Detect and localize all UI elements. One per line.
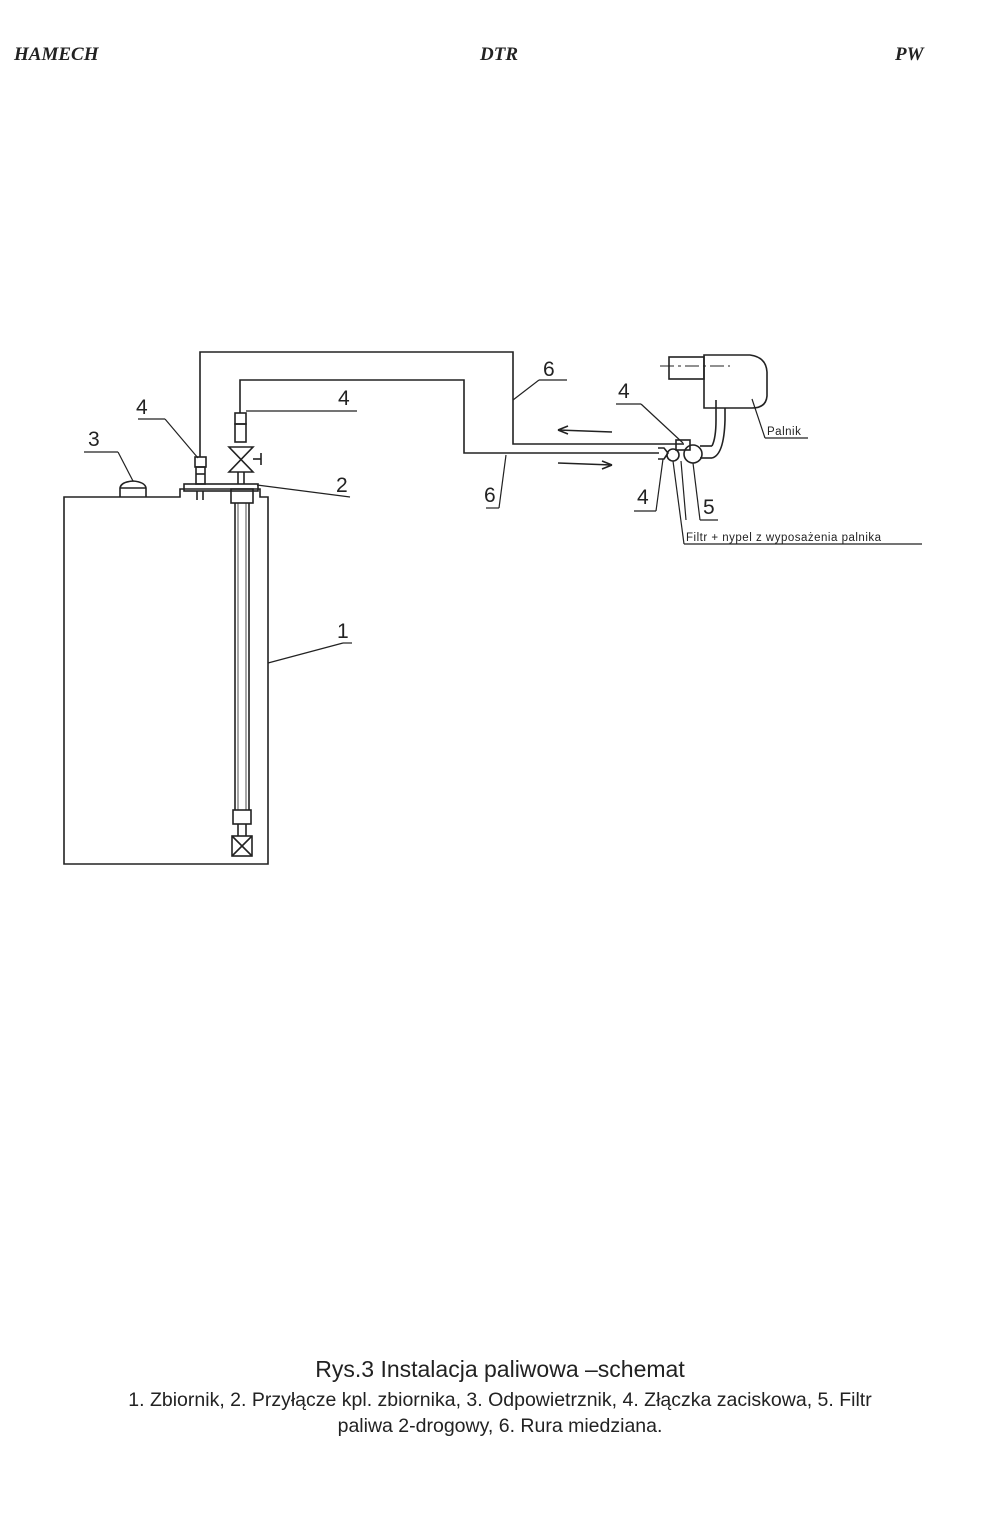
header-left: HAMECH bbox=[14, 44, 99, 65]
callout-tank-connector: 2 bbox=[336, 474, 348, 497]
figure-legend-line-1: 1. Zbiornik, 2. Przyłącze kpl. zbiornika… bbox=[128, 1389, 872, 1411]
callout-fitting-burner-top: 4 bbox=[618, 380, 630, 403]
figure-title: Rys.3 Instalacja paliwowa –schemat bbox=[315, 1356, 685, 1382]
filter-note: Filtr + nypel z wyposażenia palnika bbox=[686, 532, 882, 544]
suction-tube bbox=[231, 503, 253, 857]
callout-tank: 1 bbox=[337, 620, 349, 643]
burner-label: Palnik bbox=[767, 426, 801, 438]
flow-arrow-return bbox=[557, 425, 613, 435]
return-pipe bbox=[199, 351, 684, 457]
callout-pipe-upper: 6 bbox=[543, 358, 555, 381]
burner bbox=[660, 354, 768, 409]
fuel-installation-diagram: 1 2 3 4 4 6 6 4 4 5 Palnik Filtr + nypel… bbox=[63, 351, 922, 865]
air-vent bbox=[119, 480, 147, 497]
filter-assembly bbox=[658, 400, 726, 464]
header-center: DTR bbox=[480, 44, 518, 65]
tank-body bbox=[63, 488, 269, 865]
callout-fitting-burner-bottom: 4 bbox=[637, 486, 649, 509]
callout-fitting-top: 4 bbox=[338, 387, 350, 410]
leader-lines bbox=[84, 379, 922, 664]
callout-filter: 5 bbox=[703, 496, 715, 519]
shutoff-valve bbox=[227, 412, 262, 484]
callout-fitting-left: 4 bbox=[136, 396, 148, 419]
return-fitting bbox=[194, 456, 207, 500]
tank-connector bbox=[183, 483, 259, 504]
supply-pipe bbox=[239, 379, 659, 454]
callout-air-vent: 3 bbox=[88, 428, 100, 451]
callout-pipe-lower: 6 bbox=[484, 484, 496, 507]
flow-arrow-supply bbox=[557, 460, 613, 470]
header-right: PW bbox=[895, 44, 924, 65]
figure-legend-line-2: paliwa 2-drogowy, 6. Rura miedziana. bbox=[337, 1415, 663, 1437]
